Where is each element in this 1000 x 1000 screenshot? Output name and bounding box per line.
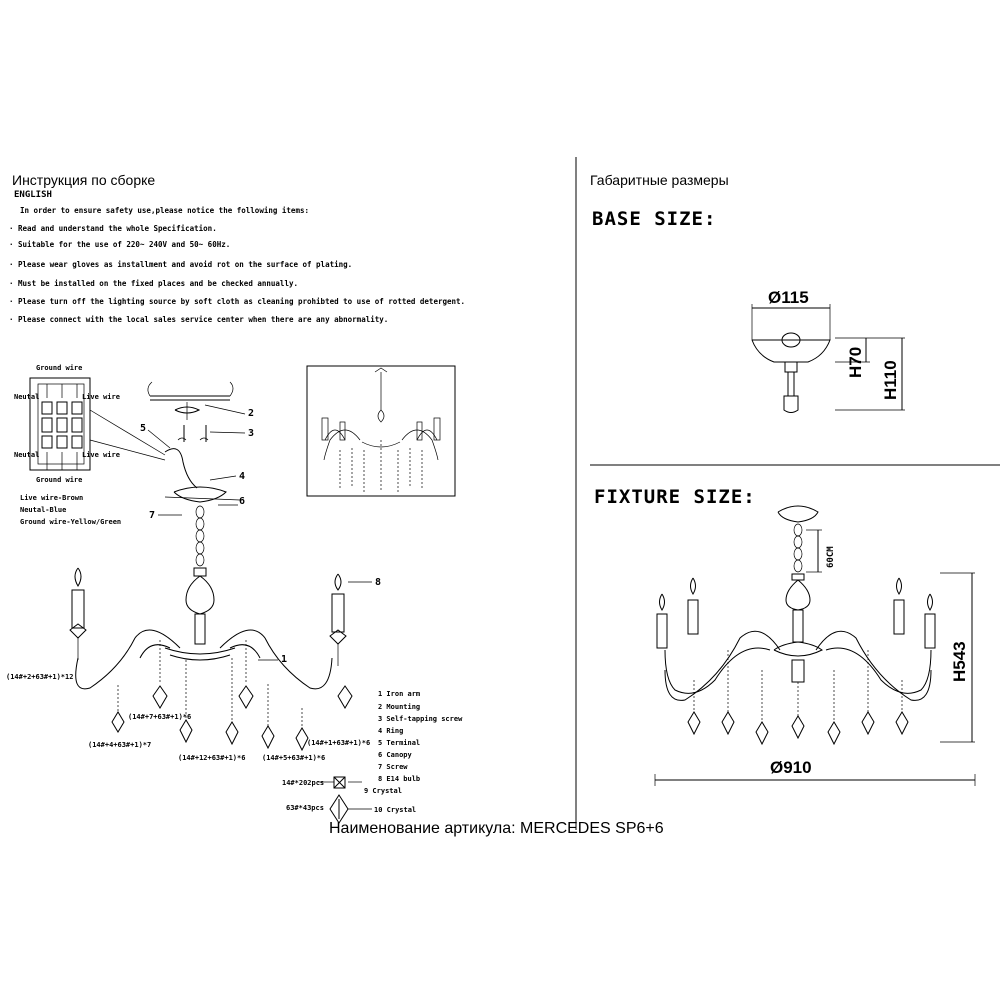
- wire-color-legend: Live wire-Brown: [20, 494, 84, 502]
- crystal-9-label: 9 Crystal: [364, 787, 402, 795]
- dimensions-title: Габаритные размеры: [590, 172, 729, 188]
- strand-label: (14#+1+63#+1)*6: [307, 739, 371, 747]
- fixture-height: H543: [950, 641, 969, 682]
- callout-number: 2: [248, 408, 255, 419]
- crystal-10-icon: [329, 794, 349, 824]
- terminal-block-drawing: [29, 377, 166, 471]
- ground-wire-label: Ground wire: [36, 476, 83, 484]
- base-height-110: H110: [881, 360, 900, 400]
- part-item: 8 E14 bulb: [378, 775, 421, 783]
- crystal-10-label: 10 Crystal: [374, 806, 417, 814]
- neutral-label: Neutal: [14, 393, 40, 401]
- instruction-item: · Please wear gloves as installment and …: [9, 260, 353, 269]
- part-item: 4 Ring: [378, 727, 404, 735]
- crystal-9-icon: [333, 776, 346, 789]
- crystal-9-qty: 14#*202pcs: [282, 779, 325, 787]
- callout-number: 7: [149, 510, 156, 521]
- callout-number: 1: [281, 654, 288, 665]
- base-drawing: [751, 304, 905, 413]
- instruction-item: · Read and understand the whole Specific…: [9, 224, 217, 233]
- instruction-item: · Please connect with the local sales se…: [9, 315, 389, 324]
- thumbnail-chandelier: [321, 367, 441, 492]
- fixture-drawing: [654, 505, 976, 786]
- part-item: 3 Self-tapping screw: [378, 715, 463, 723]
- base-height-70: H70: [846, 346, 865, 378]
- callout-number: 8: [375, 577, 382, 588]
- crystal-10-qty: 63#*43pcs: [286, 804, 324, 812]
- part-item: 6 Canopy: [378, 751, 412, 759]
- strand-label: (14#+2+63#+1)*12: [6, 673, 74, 681]
- strand-label: (14#+5+63#+1)*6: [262, 754, 326, 762]
- strand-label: (14#+4+63#+1)*7: [88, 741, 152, 749]
- fixture-diameter: Ø910: [770, 758, 812, 777]
- part-item: 2 Mounting: [378, 703, 421, 711]
- instruction-item: · Must be installed on the fixed places …: [9, 279, 298, 288]
- instruction-item: · Suitable for the use of 220~ 240V and …: [9, 240, 231, 249]
- cable: [164, 448, 198, 489]
- part-item: 7 Screw: [378, 763, 408, 771]
- strand-label: (14#+7+63#+1)*6: [128, 713, 192, 721]
- part-item: 5 Terminal: [378, 739, 421, 747]
- wire-color-legend: Neutal-Blue: [20, 506, 67, 514]
- neutral-label: Neutal: [14, 451, 40, 459]
- article-name: Наименование артикула: MERCEDES SP6+6: [329, 820, 664, 837]
- base-diameter: Ø115: [768, 288, 809, 307]
- fixture-size-heading: FIXTURE SIZE:: [594, 486, 756, 508]
- live-wire-label: Live wire: [82, 393, 120, 401]
- strand-label: (14#+12+63#+1)*6: [178, 754, 246, 762]
- assembly-chandelier-drawing: [69, 475, 372, 752]
- callout-number: 3: [248, 428, 255, 439]
- thumbnail-frame: [306, 365, 456, 497]
- base-size-heading: BASE SIZE:: [592, 208, 717, 230]
- wire-color-legend: Ground wire-Yellow/Green: [20, 518, 122, 526]
- live-wire-label: Live wire: [82, 451, 120, 459]
- instruction-item: · Please turn off the lighting source by…: [9, 297, 466, 306]
- chain-length: 60CM: [826, 546, 836, 568]
- callout-number: 5: [140, 423, 147, 434]
- intro-text: In order to ensure safety use,please not…: [20, 206, 309, 215]
- ground-wire-label: Ground wire: [36, 364, 83, 372]
- assembly-title: Инструкция по сборке: [12, 172, 156, 188]
- callout-number: 4: [239, 471, 246, 482]
- callout-number: 6: [239, 496, 246, 507]
- mounting-bracket-drawing: [147, 381, 246, 442]
- lang-label: ENGLISH: [14, 190, 52, 200]
- part-item: 1 Iron arm: [378, 690, 421, 698]
